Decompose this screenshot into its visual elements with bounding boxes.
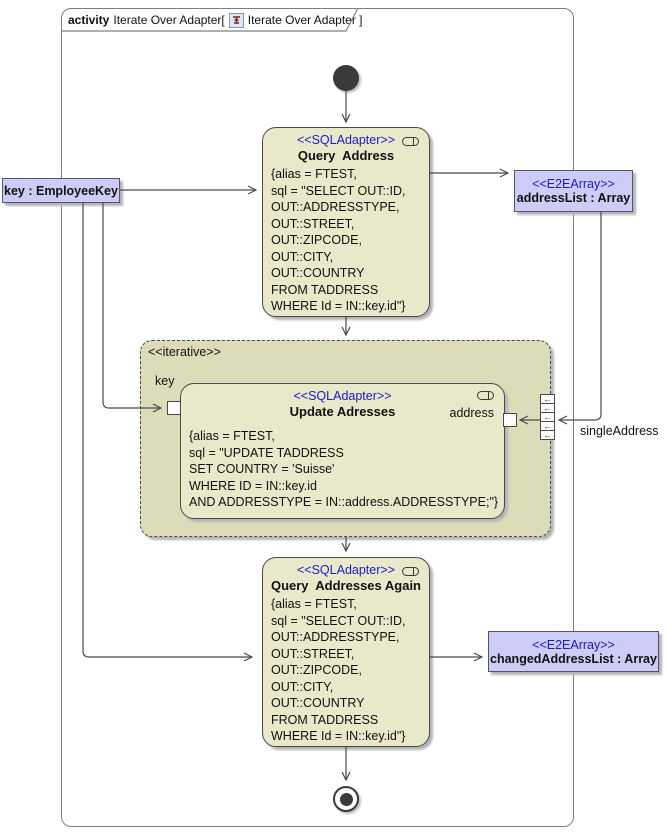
address-input-pin[interactable]	[503, 413, 517, 427]
expansion-node[interactable]: ← ← ← ← ←	[540, 394, 555, 440]
left-arrow-icon: ←	[543, 402, 552, 413]
expansion-cell: ←	[540, 430, 555, 440]
adapter-icon	[477, 391, 494, 400]
action-query-addresses-again[interactable]: <<SQLAdapter>> Query Addresses Again {al…	[262, 557, 430, 747]
param-stereotype: <<E2EArray>>	[532, 177, 615, 191]
param-key-employeekey[interactable]: key : EmployeeKey	[2, 178, 120, 203]
adapter-icon	[402, 567, 419, 576]
left-arrow-icon: ←	[543, 429, 552, 440]
action-update-addresses[interactable]: <<SQLAdapter>> Update Adresses address {…	[180, 383, 505, 519]
region-stereotype: <<iterative>>	[148, 345, 221, 359]
initial-node[interactable]	[333, 65, 359, 91]
adapter-icon	[402, 137, 419, 146]
left-arrow-icon: ←	[543, 420, 552, 431]
frame-title: activity Iterate Over Adapter[ Iterate O…	[68, 12, 363, 28]
action-sql-spec: {alias = FTEST, sql = "SELECT OUT::ID, O…	[271, 597, 406, 743]
param-label: key : EmployeeKey	[4, 183, 118, 198]
param-label: changedAddressList : Array	[490, 651, 657, 666]
action-stereotype: <<SQLAdapter>>	[297, 133, 395, 147]
param-label: addressList : Array	[516, 191, 631, 205]
action-title: Query Addresses Again	[270, 578, 422, 593]
single-address-edge-label: singleAddress	[580, 424, 659, 438]
frame-name: Iterate Over Adapter[	[113, 13, 225, 27]
address-pin-label: address	[449, 406, 494, 420]
activity-final-node[interactable]	[333, 786, 359, 812]
final-node-dot	[339, 792, 353, 806]
action-stereotype: <<SQLAdapter>>	[293, 389, 392, 403]
key-pin-label: key	[155, 374, 175, 388]
param-addresslist[interactable]: <<E2EArray>> addressList : Array	[514, 170, 633, 212]
action-sql-spec: {alias = FTEST, sql = "SELECT OUT::ID, O…	[271, 167, 406, 313]
action-query-address[interactable]: <<SQLAdapter>> Query Address {alias = FT…	[262, 127, 430, 317]
key-input-pin[interactable]	[167, 401, 181, 415]
activity-diagram-icon	[228, 12, 244, 28]
left-arrow-icon: ←	[543, 411, 552, 422]
frame-ref: Iterate Over Adapter ]	[247, 13, 363, 27]
action-title: Query Address	[297, 148, 395, 163]
action-stereotype: <<SQLAdapter>>	[297, 563, 395, 577]
param-changedaddresslist[interactable]: <<E2EArray>> changedAddressList : Array	[488, 631, 659, 672]
action-sql-spec: {alias = FTEST, sql = "UPDATE TADDRESS S…	[189, 429, 499, 509]
param-stereotype: <<E2EArray>>	[532, 637, 615, 652]
action-title: Update Adresses	[289, 404, 396, 419]
left-arrow-icon: ←	[543, 393, 552, 404]
frame-keyword: activity	[68, 13, 110, 27]
